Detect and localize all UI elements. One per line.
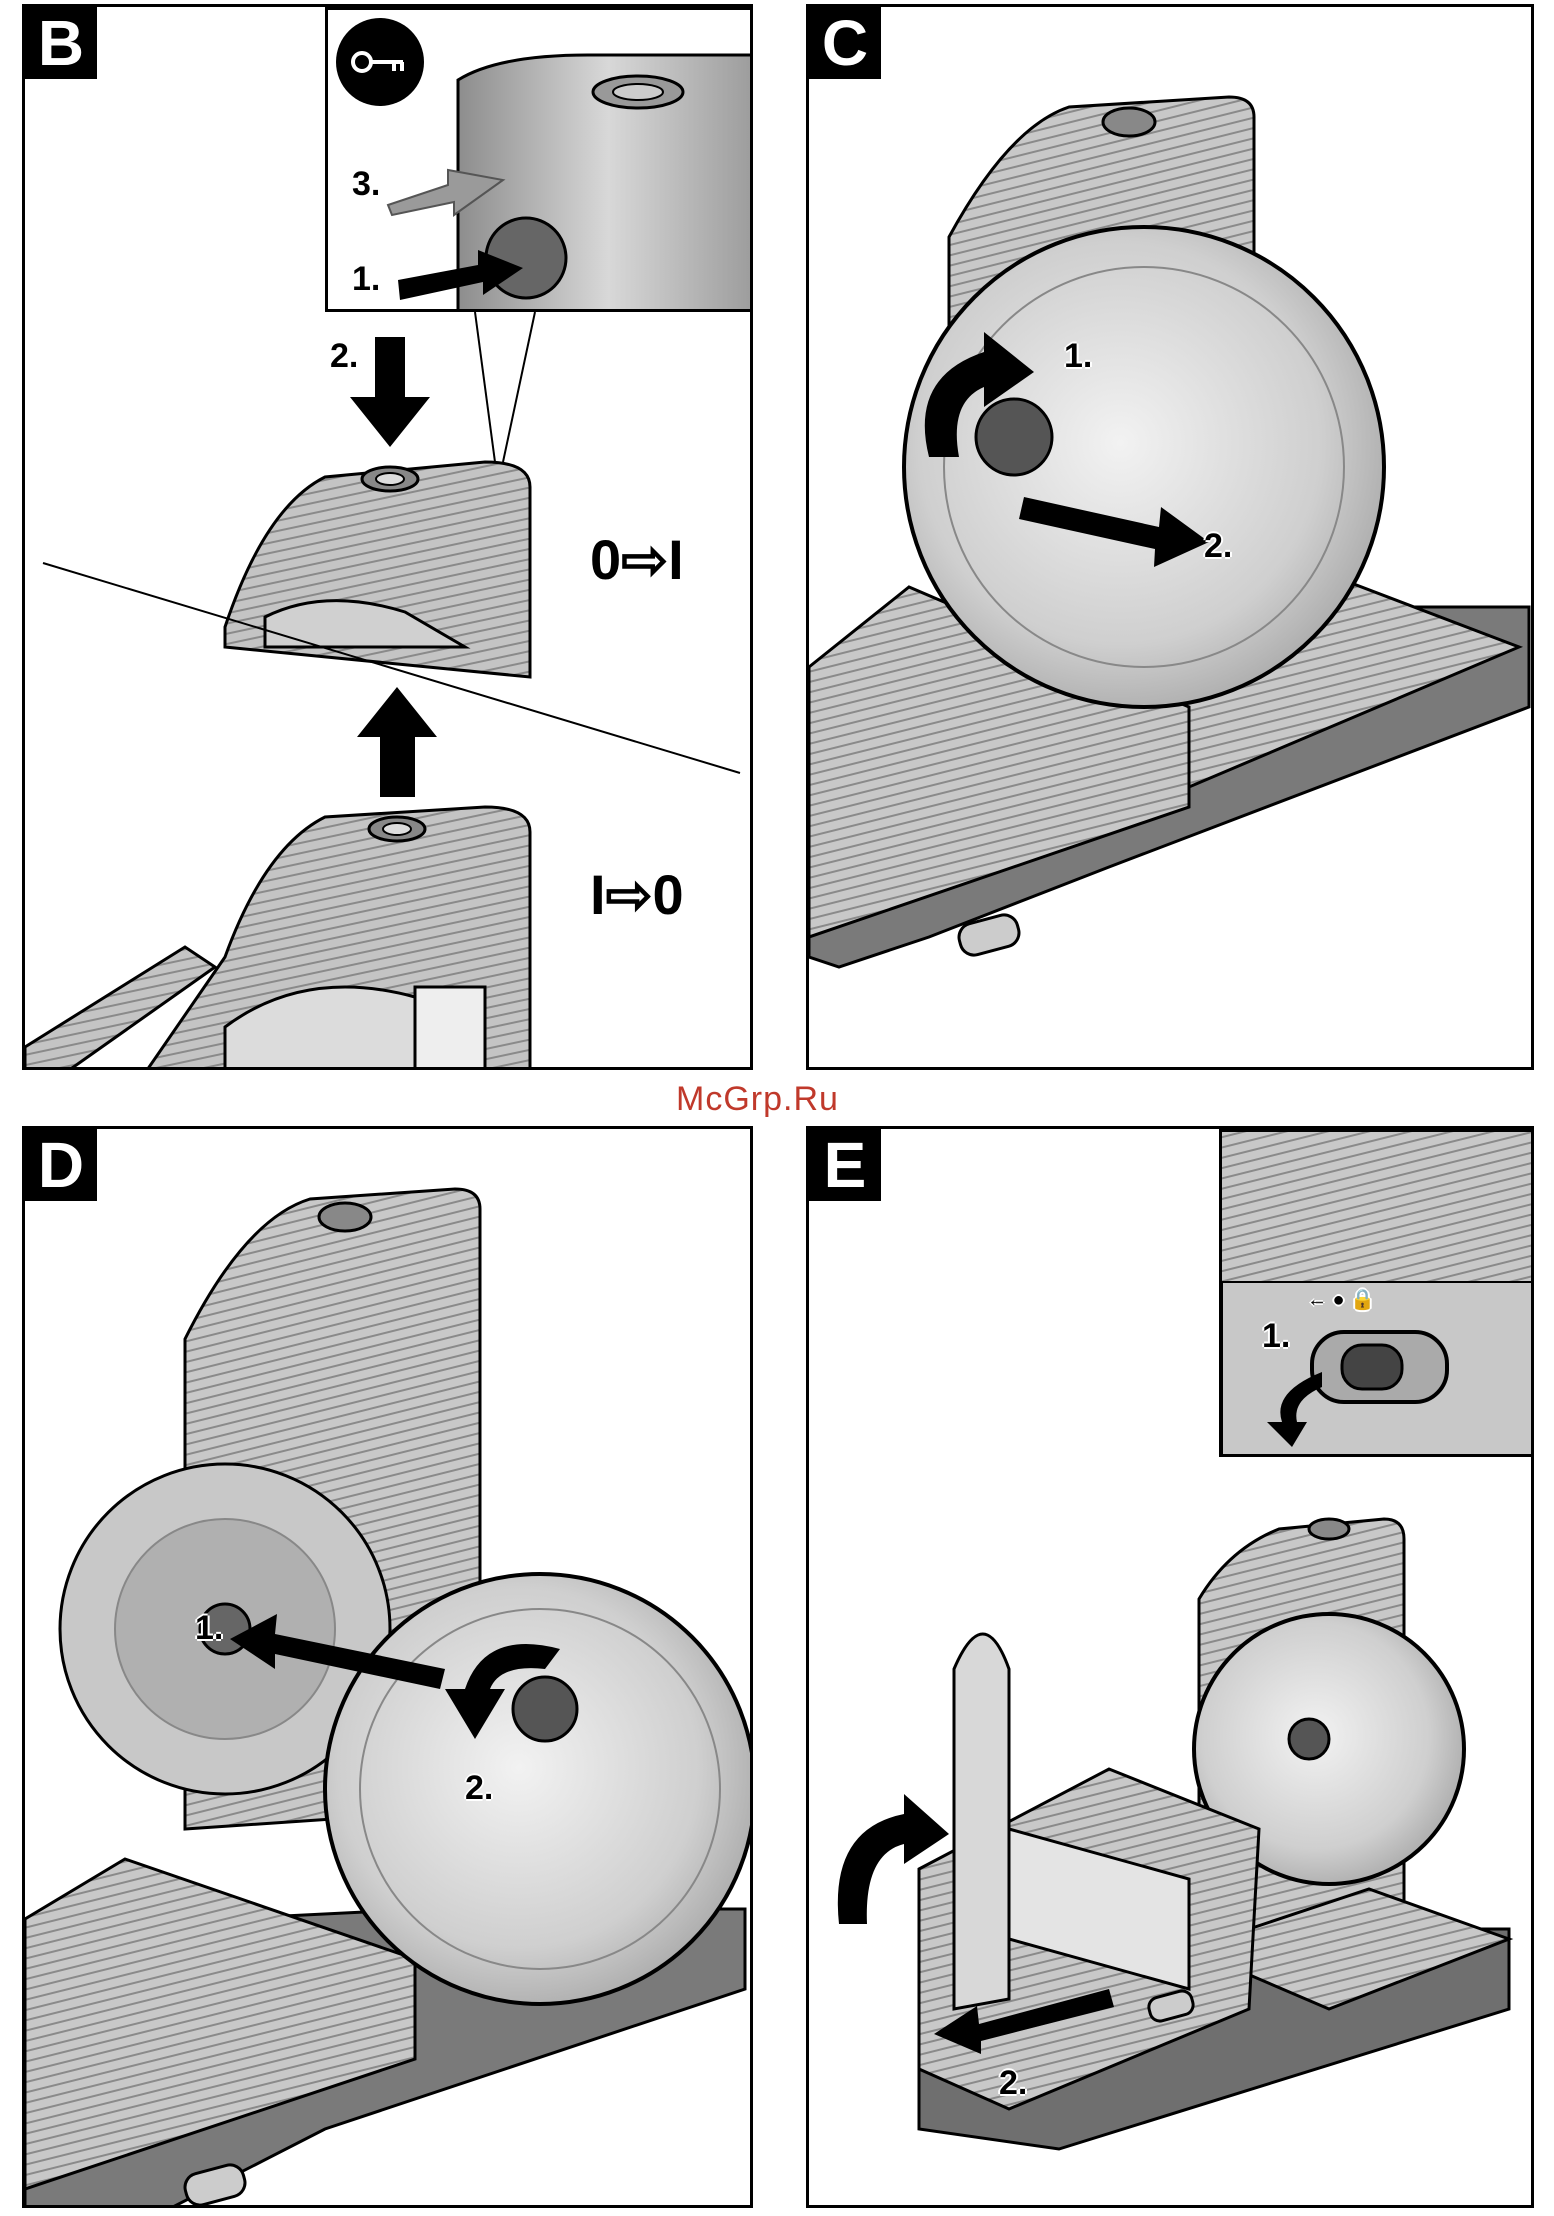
safety-button <box>1103 108 1155 136</box>
blade <box>325 1574 753 2004</box>
step-2-label: 2. <box>330 337 358 376</box>
panel-c-illustration <box>809 7 1534 1070</box>
blade-hub <box>1289 1719 1329 1759</box>
switch-off-label: I⇨0 <box>590 862 684 928</box>
panel-d-illustration <box>25 1129 753 2208</box>
step-2-label: 2. <box>465 1769 493 1808</box>
panel-letter-d: D <box>25 1129 97 1201</box>
step-1-label: 1. <box>195 1609 223 1648</box>
lock-symbols: ← ● 🔒 <box>1307 1287 1375 1312</box>
release-up-arrow <box>357 687 437 797</box>
inset-illustration <box>328 10 753 312</box>
safety-button <box>1309 1519 1349 1539</box>
panel-b: B <box>22 4 753 1070</box>
switch-on-label: 0⇨I <box>590 527 684 593</box>
panel-e-inset: ← ● 🔒 1. <box>1219 1129 1534 1457</box>
panel-d: D 1. 2. <box>22 1126 753 2208</box>
watermark: McGrp.Ru <box>676 1080 839 1119</box>
panel-letter-e: E <box>809 1129 881 1201</box>
inset-illustration <box>1222 1132 1534 1457</box>
step-2-label: 2. <box>999 2064 1027 2103</box>
panel-e: E ← <box>806 1126 1534 2208</box>
step-1-label: 1. <box>352 260 380 299</box>
panel-c: C 1. 2. <box>806 4 1534 1070</box>
step-2-label: 2. <box>1204 527 1232 566</box>
step-1-label: 1. <box>1262 1317 1290 1356</box>
step-3-label: 3. <box>352 165 380 204</box>
food-pusher <box>954 1634 1009 2009</box>
blade-hub <box>513 1677 577 1741</box>
step-1-label: 1. <box>1064 337 1092 376</box>
panel-b-inset: 3. 1. <box>325 7 753 312</box>
push-down-arrow <box>350 337 430 447</box>
blade <box>904 227 1384 707</box>
safety-button <box>319 1203 371 1231</box>
panel-letter-b: B <box>25 7 97 79</box>
blade-hub <box>976 399 1052 475</box>
panel-letter-c: C <box>809 7 881 79</box>
food-pusher <box>415 987 485 1070</box>
